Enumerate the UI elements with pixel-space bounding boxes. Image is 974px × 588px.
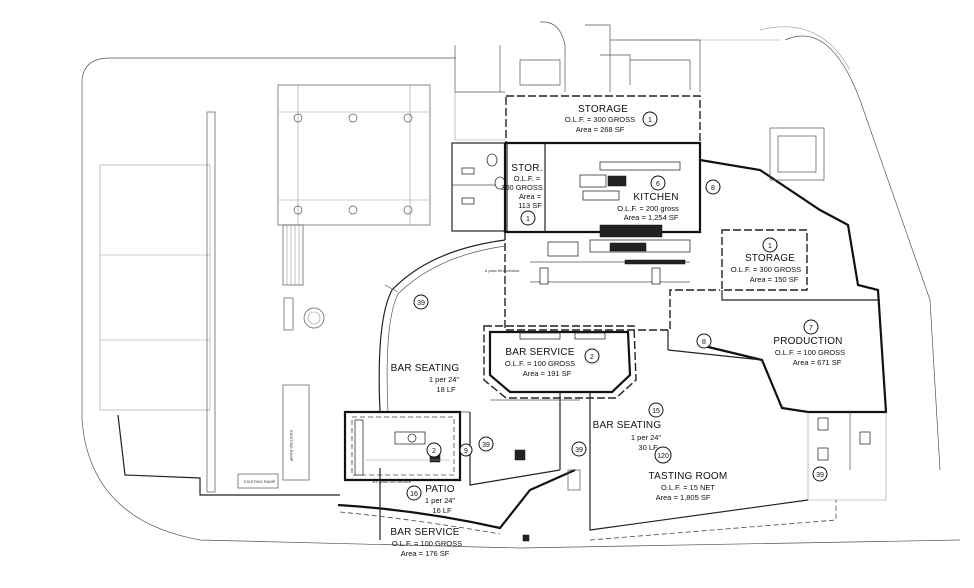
tag-production-text: 7	[809, 325, 813, 332]
tag-kitchen: 6	[650, 175, 666, 191]
room-bar-service-center: BAR SERVICE O.L.F. = 100 GROSS Area = 19…	[505, 347, 575, 378]
tasting-patio-walls	[337, 392, 837, 542]
stor-name: STOR.	[511, 163, 542, 174]
tasting-area: Area = 1,805 SF	[656, 493, 711, 502]
tag-stor: 1	[520, 210, 536, 226]
tag-bar-seating-left-text: 39	[417, 300, 425, 307]
bar-service-patio	[343, 410, 462, 540]
patio-name: PATIO	[425, 484, 455, 495]
storage-top-name: STORAGE	[578, 104, 628, 115]
tag-39-right-text: 39	[816, 472, 824, 479]
tag-patio: 16	[406, 485, 422, 501]
tag-bar-seating-left: 39	[413, 294, 429, 310]
bar-seating-left-rate: 1 per 24"	[429, 375, 460, 384]
storage-right-olf: O.L.F. = 300 GROSS	[731, 265, 801, 274]
note-ramp-bottom: EXISTING RAMP	[244, 479, 276, 484]
bar-service-patio-area: Area = 176 SF	[401, 549, 450, 558]
tag-bar-service-patio: 2	[426, 442, 442, 458]
stor-area-a: Area =	[519, 192, 542, 201]
tag-storage-right-text: 1	[768, 243, 772, 250]
tag-39-mid-text: 39	[575, 447, 583, 454]
bar-service-center-area: Area = 191 SF	[523, 369, 572, 378]
stor-olf-a: O.L.F. =	[514, 174, 541, 183]
tag-9-text: 9	[464, 448, 468, 455]
bar-seating-left-name: BAR SEATING	[391, 363, 460, 374]
tag-bar-service-patio-text: 2	[432, 448, 436, 455]
restrooms-left	[451, 142, 508, 232]
room-bar-seating-right: BAR SEATING 1 per 24" 30 LF	[593, 420, 662, 452]
tag-39-right: 39	[812, 466, 828, 482]
tag-39-center: 39	[478, 436, 494, 452]
existing-structure	[99, 84, 431, 496]
tag-8-upper-text: 8	[711, 185, 715, 192]
production-name: PRODUCTION	[773, 336, 842, 347]
bar-seating-right-name: BAR SEATING	[593, 420, 662, 431]
room-kitchen: KITCHEN O.L.F. = 200 gross Area = 1,254 …	[617, 192, 679, 222]
room-patio: PATIO 1 per 24" 16 LF	[425, 484, 456, 515]
tag-8-lower: 8	[696, 333, 712, 349]
tag-tasting-text: 120	[657, 453, 669, 460]
storage-right-area: Area = 150 SF	[750, 275, 799, 284]
bar-service-center-name: BAR SERVICE	[505, 347, 574, 358]
tag-bar-service-center: 2	[584, 348, 600, 364]
patio-rate: 1 per 24"	[425, 496, 456, 505]
patio-lf: 16 LF	[432, 506, 452, 515]
note-patio: 3/4" pass thru window	[372, 479, 411, 484]
tag-storage-top: 1	[642, 111, 658, 127]
production-olf: O.L.F. = 100 GROSS	[775, 348, 845, 357]
tag-39-center-text: 39	[482, 442, 490, 449]
room-production: PRODUCTION O.L.F. = 100 GROSS Area = 671…	[773, 336, 845, 367]
tag-tasting: 120	[654, 446, 672, 464]
kitchen-name: KITCHEN	[633, 192, 678, 203]
tag-8-upper: 8	[705, 179, 721, 195]
room-storage-right: STORAGE O.L.F. = 300 GROSS Area = 150 SF	[731, 253, 801, 284]
tag-storage-top-text: 1	[648, 117, 652, 124]
bar-service-patio-name: BAR SERVICE	[390, 527, 459, 538]
storage-top-area: Area = 268 SF	[576, 125, 625, 134]
tag-stor-text: 1	[526, 216, 530, 223]
tag-kitchen-text: 6	[656, 181, 660, 188]
kitchen-olf: O.L.F. = 200 gross	[617, 204, 679, 213]
stor-area-b: 113 SF	[518, 201, 542, 210]
bar-seating-right-rate: 1 per 24"	[631, 433, 662, 442]
storage-top-olf: O.L.F. = 300 GROSS	[565, 115, 635, 124]
production-area: Area = 671 SF	[793, 358, 842, 367]
tag-bar-service-center-text: 2	[590, 354, 594, 361]
room-stor: STOR. O.L.F. = 300 GROSS Area = 113 SF	[501, 163, 543, 210]
site-outline	[81, 26, 961, 549]
tasting-olf: O.L.F. = 15 NET	[661, 483, 715, 492]
tag-9: 9	[459, 443, 473, 457]
bar-service-center-olf: O.L.F. = 100 GROSS	[505, 359, 575, 368]
storage-right-name: STORAGE	[745, 253, 795, 264]
bar-seating-left-lf: 18 LF	[436, 385, 456, 394]
tasting-name: TASTING ROOM	[649, 471, 728, 482]
room-bar-seating-left: BAR SEATING 1 per 24" 18 LF	[391, 363, 460, 394]
core-walls	[503, 95, 888, 501]
bar-seating-right-lf: 30 LF	[638, 443, 658, 452]
stor-olf-b: 300 GROSS	[501, 183, 543, 192]
note-kitchen: # pass thru window	[485, 268, 519, 273]
tag-patio-text: 16	[410, 491, 418, 498]
kitchen-area: Area = 1,254 SF	[624, 213, 679, 222]
tag-production: 7	[803, 319, 819, 335]
tag-bar-seating-right-text: 15	[652, 408, 660, 415]
bar-service-center	[483, 325, 637, 399]
bar-service-patio-olf: O.L.F. = 100 GROSS	[392, 539, 462, 548]
tag-bar-seating-right: 15	[648, 402, 664, 418]
room-tasting: TASTING ROOM O.L.F. = 15 NET Area = 1,80…	[649, 471, 728, 502]
room-bar-service-patio: BAR SERVICE O.L.F. = 100 GROSS Area = 17…	[390, 527, 462, 558]
note-ramp-left: EXISTING RAMP	[289, 430, 294, 462]
tag-39-mid: 39	[571, 441, 587, 457]
north-structure	[454, 21, 701, 141]
tag-8-lower-text: 8	[702, 339, 706, 346]
room-storage-top: STORAGE O.L.F. = 300 GROSS Area = 268 SF	[565, 104, 635, 134]
kitchen-fixtures	[539, 161, 691, 285]
tag-storage-right: 1	[762, 237, 778, 253]
